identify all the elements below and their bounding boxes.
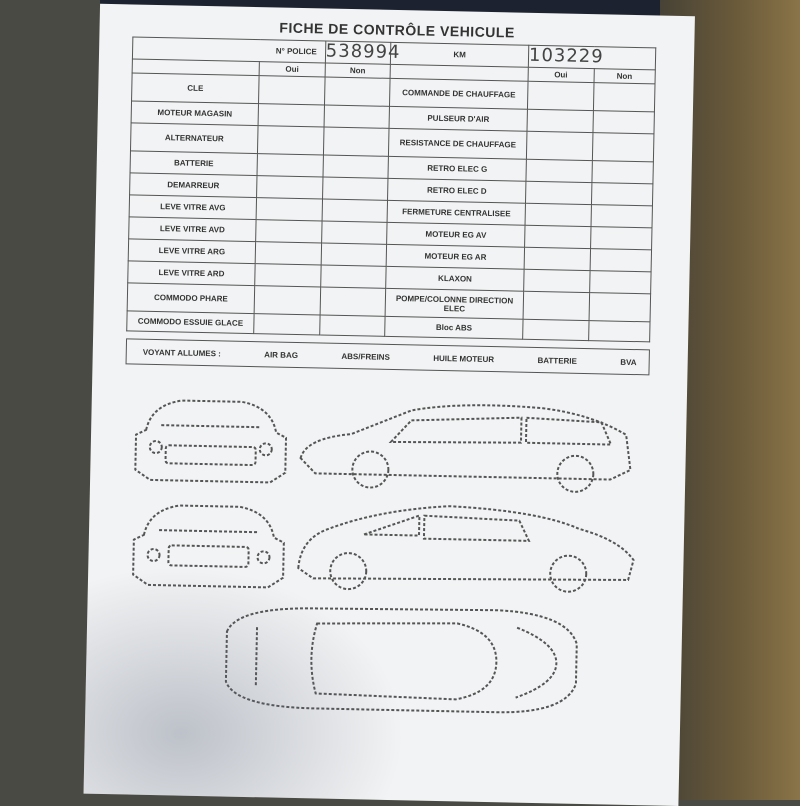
- checkbox-non[interactable]: [319, 286, 386, 317]
- checkbox-oui[interactable]: [254, 285, 321, 315]
- checkbox-non[interactable]: [591, 132, 654, 162]
- checkbox-non[interactable]: [590, 226, 652, 250]
- row-label-right: MOTEUR EG AR: [386, 244, 525, 270]
- checkbox-oui[interactable]: [255, 241, 322, 265]
- checkbox-oui[interactable]: [525, 159, 592, 183]
- row-label-left: LEVE VITRE AVD: [128, 216, 257, 242]
- checkbox-non[interactable]: [319, 314, 386, 337]
- row-label-right: FERMETURE CENTRALISEE: [387, 200, 526, 226]
- checkbox-oui[interactable]: [527, 81, 594, 111]
- warning-lights-label: VOYANT ALLUMES :: [142, 347, 221, 358]
- row-label-right: KLAXON: [385, 266, 525, 292]
- row-label-left: COMMODO PHARE: [127, 282, 255, 314]
- checkbox-non[interactable]: [320, 264, 387, 289]
- vehicle-diagram: [132, 399, 635, 714]
- row-label-left: LEVE VITRE ARD: [127, 260, 256, 286]
- warning-bva: BVA: [620, 357, 637, 367]
- checkbox-non[interactable]: [322, 176, 389, 201]
- checkbox-oui[interactable]: [523, 269, 590, 293]
- row-label-left: DEMARREUR: [129, 172, 258, 198]
- row-label-right: RESISTANCE DE CHAUFFAGE: [388, 128, 527, 160]
- oui-label-left: Oui: [259, 61, 326, 77]
- non-label-left: Non: [324, 62, 391, 79]
- row-label-left: COMMODO ESSUIE GLACE: [126, 310, 255, 334]
- checkbox-oui[interactable]: [256, 197, 323, 221]
- car-top-view-icon: [224, 607, 578, 714]
- checkbox-non[interactable]: [320, 242, 387, 267]
- car-front-view-icon: [134, 399, 288, 484]
- checkbox-non[interactable]: [592, 82, 656, 112]
- checkbox-oui[interactable]: [526, 109, 593, 133]
- row-label-left: LEVE VITRE AVG: [129, 194, 257, 220]
- car-side-view-icon: [299, 404, 632, 493]
- checkbox-oui[interactable]: [258, 103, 325, 127]
- checkbox-oui[interactable]: [524, 225, 591, 249]
- control-sheet: FICHE DE CONTRÔLE VEHICULE N° POLICE 538…: [83, 3, 695, 806]
- checkbox-oui[interactable]: [524, 203, 592, 227]
- oui-label-right: Oui: [527, 67, 594, 83]
- row-label-left: MOTEUR MAGASIN: [131, 100, 259, 126]
- checkbox-non[interactable]: [592, 110, 655, 134]
- row-label-right: COMMANDE DE CHAUFFAGE: [389, 78, 528, 110]
- checkbox-oui[interactable]: [526, 131, 593, 161]
- row-label-left: CLE: [131, 72, 260, 104]
- checkbox-non[interactable]: [591, 160, 654, 184]
- checkbox-non[interactable]: [588, 292, 651, 322]
- checkbox-non[interactable]: [323, 126, 390, 157]
- warning-battery: BATTERIE: [537, 355, 578, 366]
- checkbox-oui[interactable]: [255, 219, 322, 243]
- warning-abs: ABS/FREINS: [341, 351, 390, 362]
- checkbox-oui[interactable]: [253, 313, 320, 335]
- checkbox-oui[interactable]: [257, 153, 324, 177]
- checkbox-oui[interactable]: [524, 247, 591, 271]
- row-label-left: BATTERIE: [130, 150, 258, 176]
- warning-oil: HUILE MOTEUR: [433, 353, 495, 364]
- row-label-right: RETRO ELEC D: [387, 178, 526, 204]
- warning-airbag: AIR BAG: [264, 349, 299, 360]
- checkbox-non[interactable]: [323, 104, 390, 129]
- checkbox-oui[interactable]: [522, 319, 589, 341]
- non-label-right: Non: [593, 68, 656, 84]
- car-rear-view-icon: [132, 504, 285, 589]
- checkbox-non[interactable]: [321, 220, 388, 245]
- row-label-right: Bloc ABS: [384, 316, 523, 340]
- row-label-right: MOTEUR EG AV: [386, 222, 525, 248]
- checkbox-non[interactable]: [589, 270, 652, 294]
- checkbox-oui[interactable]: [258, 75, 325, 105]
- checklist-table: N° POLICE 538994 KM 103229 Oui Non Oui N…: [126, 36, 656, 342]
- police-value: 538994: [325, 40, 401, 65]
- checkbox-non[interactable]: [588, 320, 651, 342]
- checkbox-oui[interactable]: [256, 175, 323, 199]
- checkbox-non[interactable]: [589, 248, 652, 272]
- row-label-left: LEVE VITRE ARG: [128, 238, 256, 264]
- checkbox-oui[interactable]: [254, 263, 321, 287]
- row-label-left: ALTERNATEUR: [130, 122, 259, 154]
- checkbox-oui[interactable]: [257, 125, 324, 155]
- checkbox-non[interactable]: [321, 198, 388, 223]
- checkbox-non[interactable]: [324, 76, 391, 107]
- km-label: KM: [390, 42, 529, 68]
- row-label-right: PULSEUR D'AIR: [389, 106, 528, 132]
- checkbox-oui[interactable]: [525, 181, 592, 205]
- checkbox-non[interactable]: [322, 154, 389, 179]
- km-value: 103229: [528, 44, 656, 70]
- row-label-right: RETRO ELEC G: [388, 156, 527, 182]
- police-number: 538994: [325, 40, 401, 63]
- car-side-view-right-icon: [297, 505, 635, 593]
- checkbox-oui[interactable]: [522, 291, 590, 321]
- checkbox-non[interactable]: [590, 204, 653, 228]
- hand-shadow: [83, 563, 409, 806]
- warning-lights-row: VOYANT ALLUMES : AIR BAG ABS/FREINS HUIL…: [125, 338, 650, 376]
- km-number: 103229: [528, 44, 604, 67]
- row-label-right: POMPE/COLONNE DIRECTION ELEC: [385, 288, 524, 320]
- checkbox-non[interactable]: [591, 182, 653, 206]
